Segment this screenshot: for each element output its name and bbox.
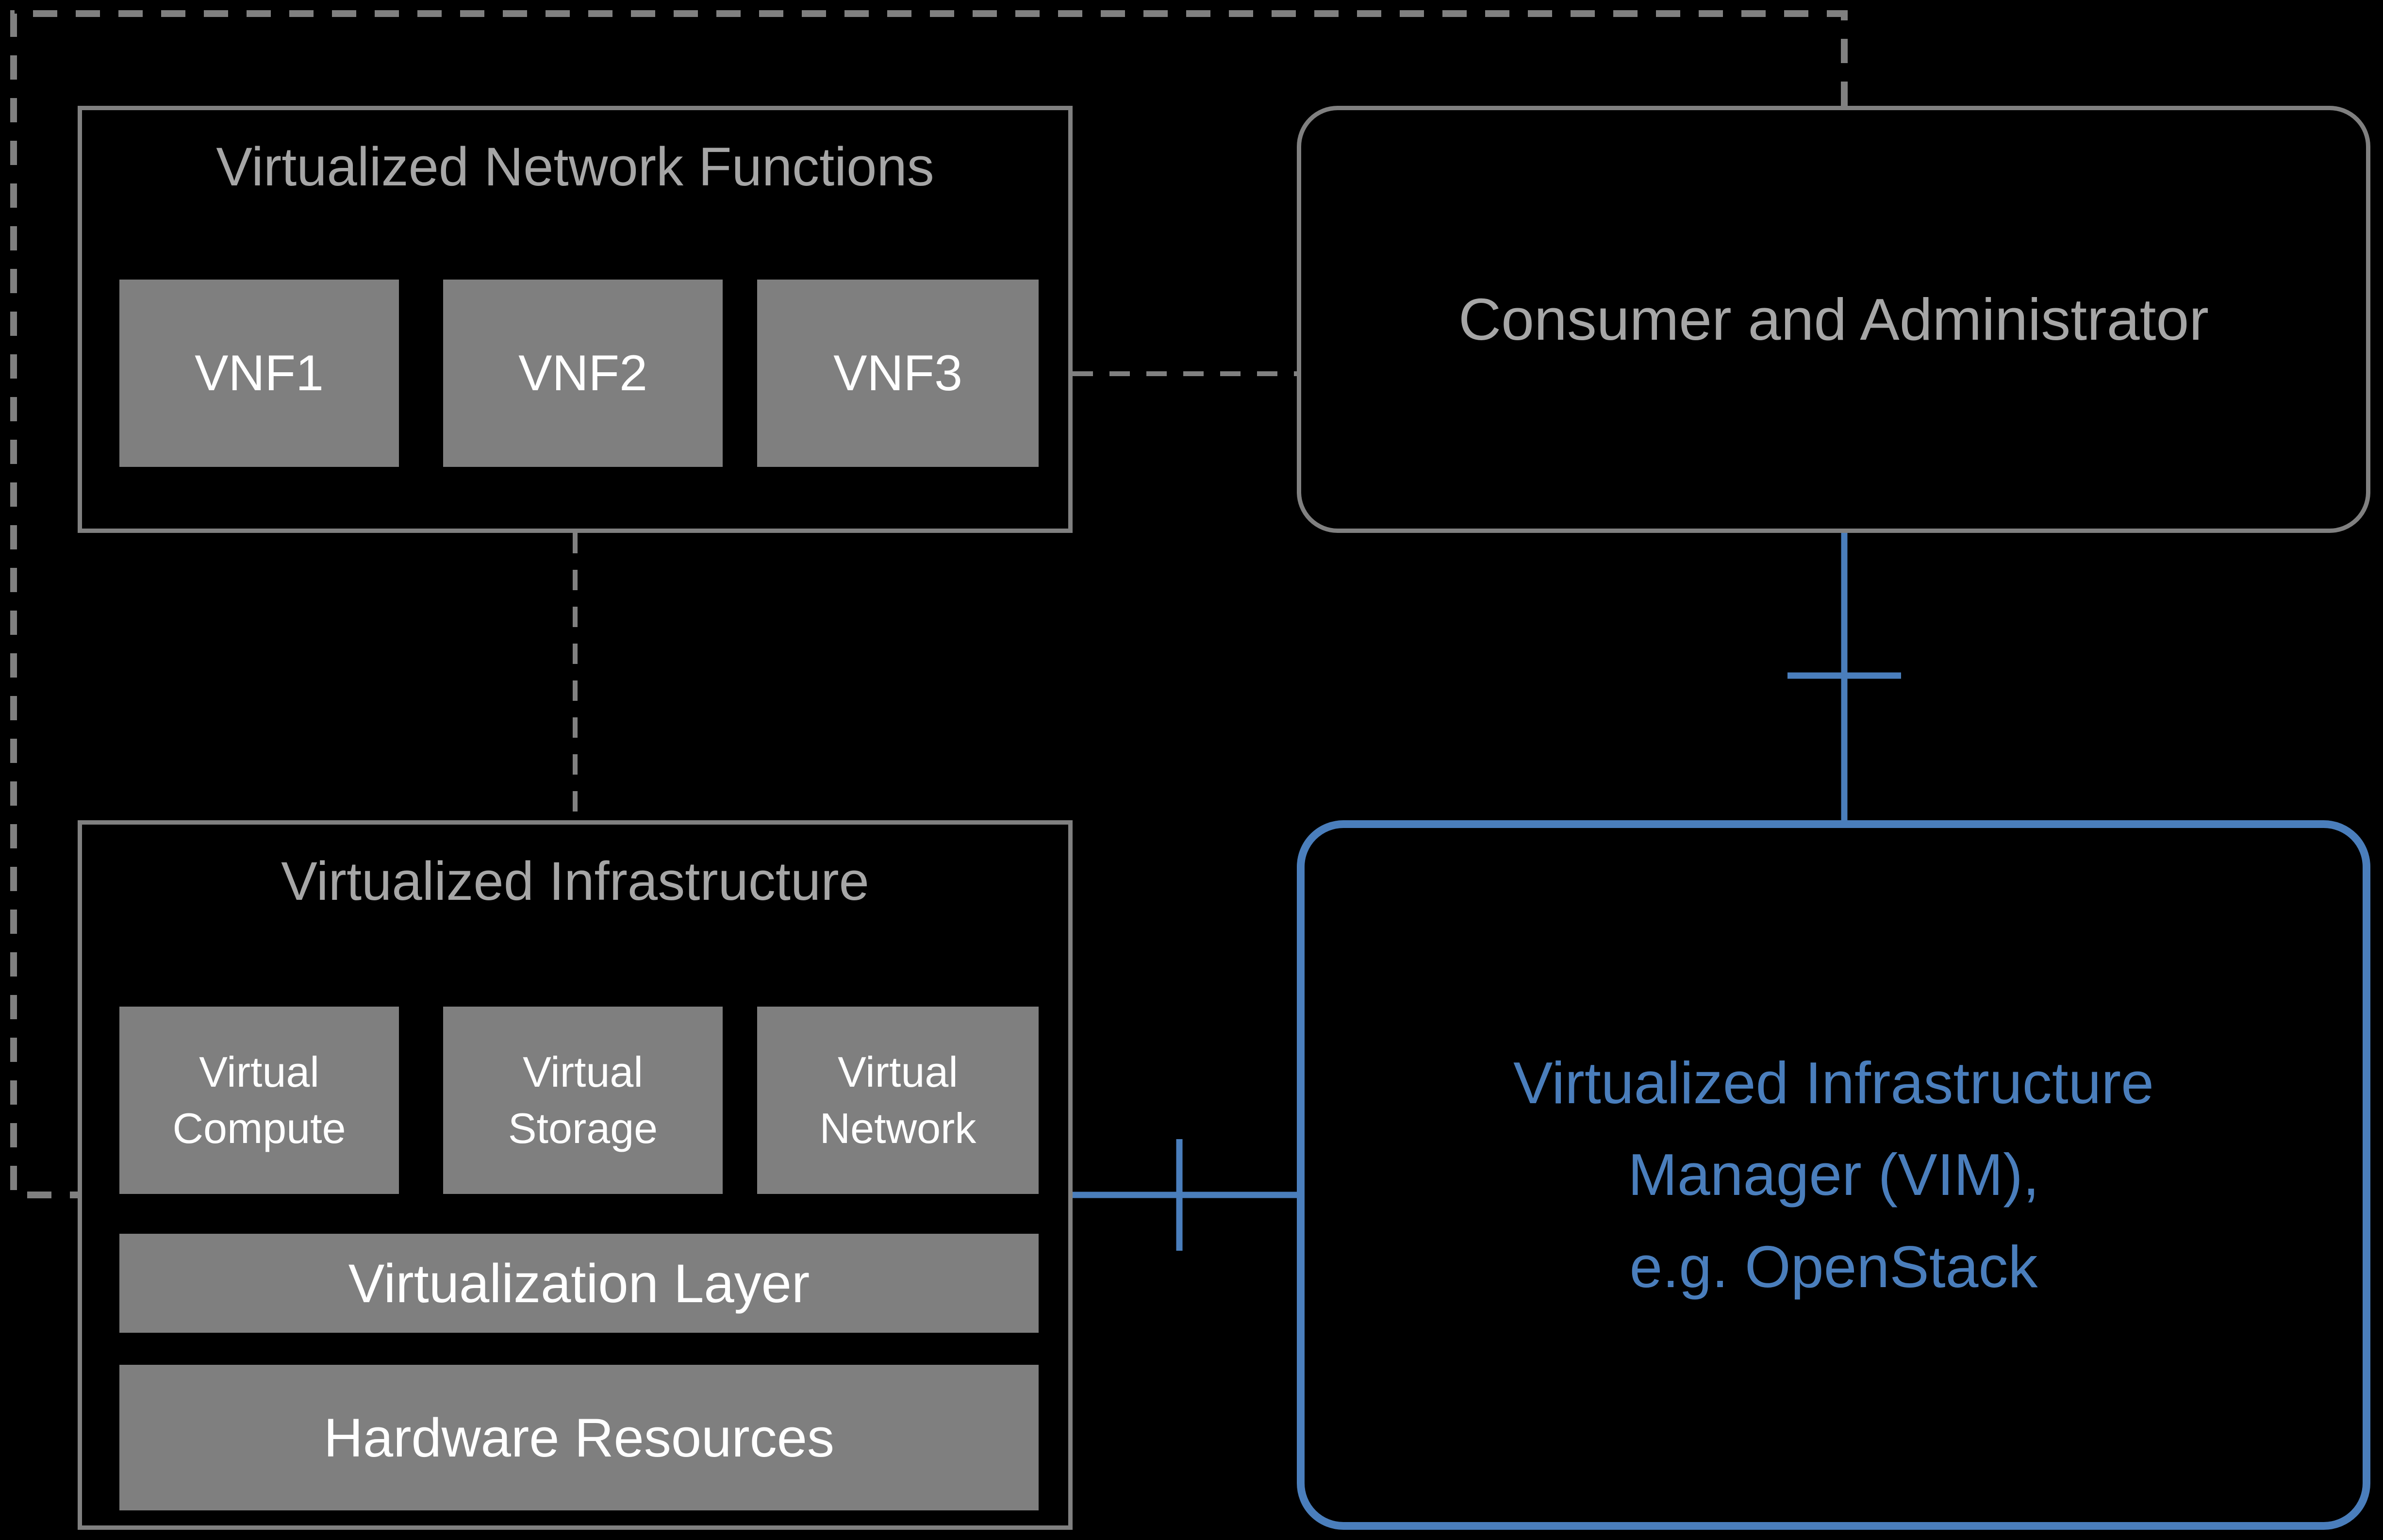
vnf2-box: VNF2 [443,280,723,467]
consumer-administrator-label: Consumer and Administrator [1458,286,2209,352]
vnf2-label: VNF2 [518,345,647,401]
vnf3-label: VNF3 [833,345,962,401]
virtual-compute-label-line2: Compute [172,1104,346,1152]
virtualization-layer-label: Virtualization Layer [348,1253,810,1314]
infrastructure-group-box: Virtualized Infrastructure [78,820,1073,1530]
consumer-administrator-box: Consumer and Administrator [1297,106,2370,533]
vnf-group-title: Virtualized Network Functions [216,136,934,197]
vnf1-box: VNF1 [119,280,399,467]
virtual-network-label-line2: Network [819,1104,976,1152]
infrastructure-group-title: Virtualized Infrastructure [281,851,869,911]
vim-label-line1: Virtualized Infrastructure [1513,1050,2154,1116]
virtual-compute-label-line1: Virtual [199,1047,319,1096]
virtual-storage-label-line1: Virtual [523,1047,643,1096]
virtual-compute-box: Virtual Compute [119,1007,399,1194]
hardware-resources-label: Hardware Resources [324,1407,834,1468]
hardware-resources-bar: Hardware Resources [119,1365,1039,1510]
virtual-network-label-line1: Virtual [838,1047,958,1096]
virtual-storage-box: Virtual Storage [443,1007,723,1194]
vim-label-line3: e.g. OpenStack [1629,1233,2038,1300]
virtual-network-box: Virtual Network [757,1007,1039,1194]
vnf1-label: VNF1 [195,345,324,401]
virtualization-layer-bar: Virtualization Layer [119,1234,1039,1333]
vim-box: Virtualized Infrastructure Manager (VIM)… [1297,820,2370,1530]
vim-label-line2: Manager (VIM), [1628,1142,2039,1208]
virtual-storage-label-line2: Storage [508,1104,658,1152]
vnf3-box: VNF3 [757,280,1039,467]
vnf-group-box: Virtualized Network Functions [78,106,1073,533]
